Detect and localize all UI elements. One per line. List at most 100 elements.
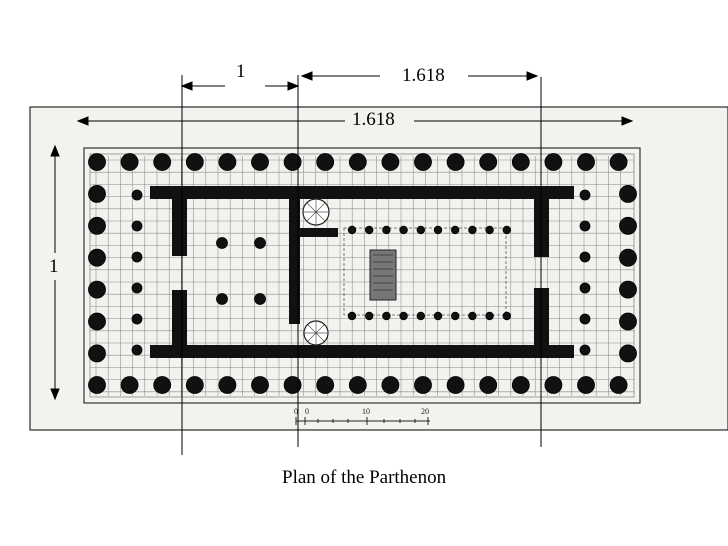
naos-column [502, 311, 511, 321]
peristyle-column [619, 344, 637, 363]
peristyle-column [283, 376, 302, 394]
prostyle-column [131, 344, 143, 356]
peristyle-column [619, 312, 637, 331]
peristyle-column [88, 280, 106, 299]
naos-column [451, 311, 460, 321]
peristyle-column [414, 376, 432, 394]
dimension-label-top-left: 1 [236, 61, 246, 82]
peristyle-column [381, 376, 400, 394]
peristyle-column [479, 376, 498, 394]
peristyle-column [544, 376, 563, 394]
prostyle-column [579, 313, 591, 325]
chamber-column [254, 237, 266, 249]
naos-column [382, 225, 391, 235]
peristyle-column [619, 248, 637, 267]
peristyle-column [446, 376, 465, 394]
peristyle-column [88, 216, 106, 235]
prostyle-column [131, 282, 143, 294]
naos-column [485, 311, 494, 321]
peristyle-column [88, 344, 106, 363]
prostyle-column [131, 189, 143, 201]
peristyle-column [88, 153, 106, 171]
peristyle-column [619, 216, 637, 235]
prostyle-column [579, 189, 591, 201]
peristyle-column [348, 153, 367, 171]
peristyle-column [218, 153, 237, 171]
dimension-lines [50, 71, 634, 455]
naos-column [433, 225, 443, 235]
naos-column [416, 225, 425, 235]
peristyle-column [414, 153, 432, 171]
peristyle-column [283, 153, 302, 171]
peristyle-column [619, 184, 637, 203]
staircase-top [302, 198, 330, 226]
naos-column [451, 225, 460, 235]
peristyle-column [120, 153, 139, 171]
chamber-column [216, 293, 228, 305]
peristyle-column [316, 376, 335, 394]
peristyle-column [88, 376, 106, 394]
peristyle-column [251, 376, 269, 394]
diagram-caption: Plan of the Parthenon [282, 467, 447, 488]
scale-tick-label: 20 [421, 407, 429, 416]
naos-column [399, 225, 408, 235]
prostyle-column [579, 282, 591, 294]
peristyle-column [609, 376, 628, 394]
naos-column [365, 311, 374, 321]
peristyle-column [185, 376, 204, 394]
scale-bar [295, 417, 430, 425]
scale-tick-label: 10 [362, 407, 370, 416]
scale-tick-label: 0 [294, 407, 298, 416]
naos-column [468, 311, 477, 321]
peristyle-column [251, 153, 269, 171]
statue-base [369, 249, 397, 301]
naos-column [416, 311, 425, 321]
prostyle-column [579, 344, 591, 356]
peristyle-column [185, 153, 204, 171]
peristyle-column [120, 376, 139, 394]
peristyle-column [511, 376, 530, 394]
chamber-column [216, 237, 228, 249]
peristyle-column [479, 153, 498, 171]
peristyle-column [88, 312, 106, 331]
chamber-column [254, 293, 266, 305]
peristyle-column [153, 153, 172, 171]
stylobate-outline [83, 147, 641, 404]
naos-column [468, 225, 477, 235]
peristyle-column [609, 153, 628, 171]
naos-column [347, 225, 357, 235]
peristyle-column [348, 376, 367, 394]
naos-column [433, 311, 443, 321]
peristyle-column [218, 376, 237, 394]
staircase-bottom [303, 320, 329, 346]
prostyle-column [131, 220, 143, 232]
peristyle-column [381, 153, 400, 171]
peristyle-column [619, 280, 637, 299]
prostyle-column [131, 313, 143, 325]
naos-column [347, 311, 357, 321]
stylobate-inner [89, 153, 635, 398]
colonnade [88, 153, 637, 394]
peristyle-column [544, 153, 563, 171]
peristyle-column [446, 153, 465, 171]
peristyle-column [153, 376, 172, 394]
naos-column [502, 225, 511, 235]
prostyle-column [579, 220, 591, 232]
scale-tick-label: 0 [305, 407, 309, 416]
peristyle-column [577, 153, 595, 171]
peristyle-column [88, 184, 106, 203]
dimension-label-top-right: 1.618 [402, 65, 445, 86]
peristyle-column [316, 153, 335, 171]
naos-inner-rect [343, 227, 507, 316]
naos-column [399, 311, 408, 321]
dimension-label-left-height: 1 [49, 256, 59, 277]
dimension-label-overall-width: 1.618 [352, 109, 395, 130]
peristyle-column [88, 248, 106, 267]
naos-column [485, 225, 494, 235]
prostyle-column [131, 251, 143, 263]
naos-column [365, 225, 374, 235]
peristyle-column [511, 153, 530, 171]
peristyle-column [577, 376, 595, 394]
